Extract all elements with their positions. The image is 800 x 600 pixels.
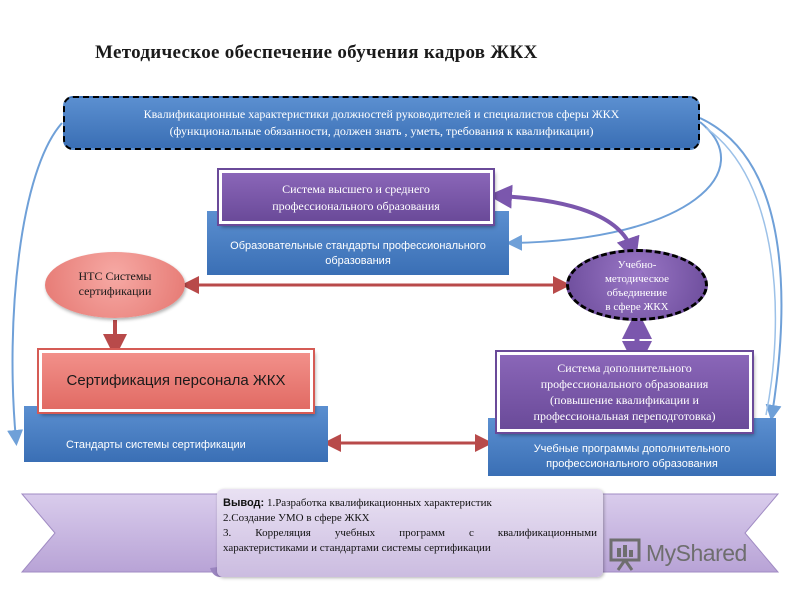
umo-line-3: объединение (606, 287, 668, 299)
qualification-line-2: (функциональные обязанности, должен знат… (169, 124, 594, 138)
programs-line-1: Учебные программы дополнительного (533, 443, 731, 455)
conclusion-item-1-row: Вывод: 1.Разработка квалификационных хар… (223, 497, 597, 510)
conclusion-item-3b: характеристиками и стандартами системы с… (223, 542, 491, 554)
qualification-line-1: Квалификационные характеристики должност… (143, 107, 620, 121)
edu-standards-line-1: Образовательные стандарты профессиональн… (230, 240, 486, 252)
certification-standards-box: Стандарты системы сертификации (24, 406, 328, 462)
brand-name: MyShared (646, 540, 747, 566)
higher-ed-line-1: Система высшего и среднего (282, 182, 430, 196)
additional-ed-line-2: профессионального образования (540, 377, 709, 391)
additional-ed-line-1: Система дополнительного (557, 361, 692, 375)
conclusion-item-1: 1.Разработка квалификационных характерис… (266, 497, 492, 509)
qualification-characteristics-box: Квалификационные характеристики должност… (63, 96, 700, 150)
connector-umo-higher-ed (488, 184, 640, 262)
higher-ed-line-2: профессионального образования (272, 199, 440, 213)
additional-ed-line-4: профессиональная переподготовка) (533, 409, 716, 423)
presentation-board-icon (609, 538, 641, 571)
umo-ellipse: Учебно- методическое объединение в сфере… (566, 249, 708, 321)
edu-standards-line-2: образования (325, 255, 391, 267)
conclusion-box: Вывод: 1.Разработка квалификационных хар… (217, 489, 603, 577)
higher-education-system-box: Система высшего и среднего профессиональ… (217, 168, 495, 226)
nts-line-2: сертификации (78, 284, 152, 298)
umo-line-1: Учебно- (617, 259, 657, 271)
additional-ed-line-3: (повышение квалификации и (550, 393, 699, 407)
nts-line-1: НТС Системы (78, 269, 152, 283)
programs-line-2: профессионального образования (546, 458, 718, 470)
umo-line-2: методическое (604, 273, 670, 285)
page-title: Методическое обеспечение обучения кадров… (95, 42, 538, 63)
brand-watermark: MyShared (608, 534, 778, 574)
conclusion-item-2: 2.Создание УМО в сфере ЖКХ (223, 512, 370, 524)
conclusion-label: Вывод: (223, 497, 265, 509)
personnel-certification-box: Сертификация персонала ЖКХ (37, 348, 315, 414)
conclusion-item-3a: 3. Корреляция учебных программ с квалифи… (223, 527, 597, 539)
nts-certification-ellipse: НТС Системы сертификации (45, 252, 185, 318)
umo-line-4: в сфере ЖКХ (605, 301, 669, 313)
additional-education-system-box: Система дополнительного профессиональног… (495, 350, 754, 434)
